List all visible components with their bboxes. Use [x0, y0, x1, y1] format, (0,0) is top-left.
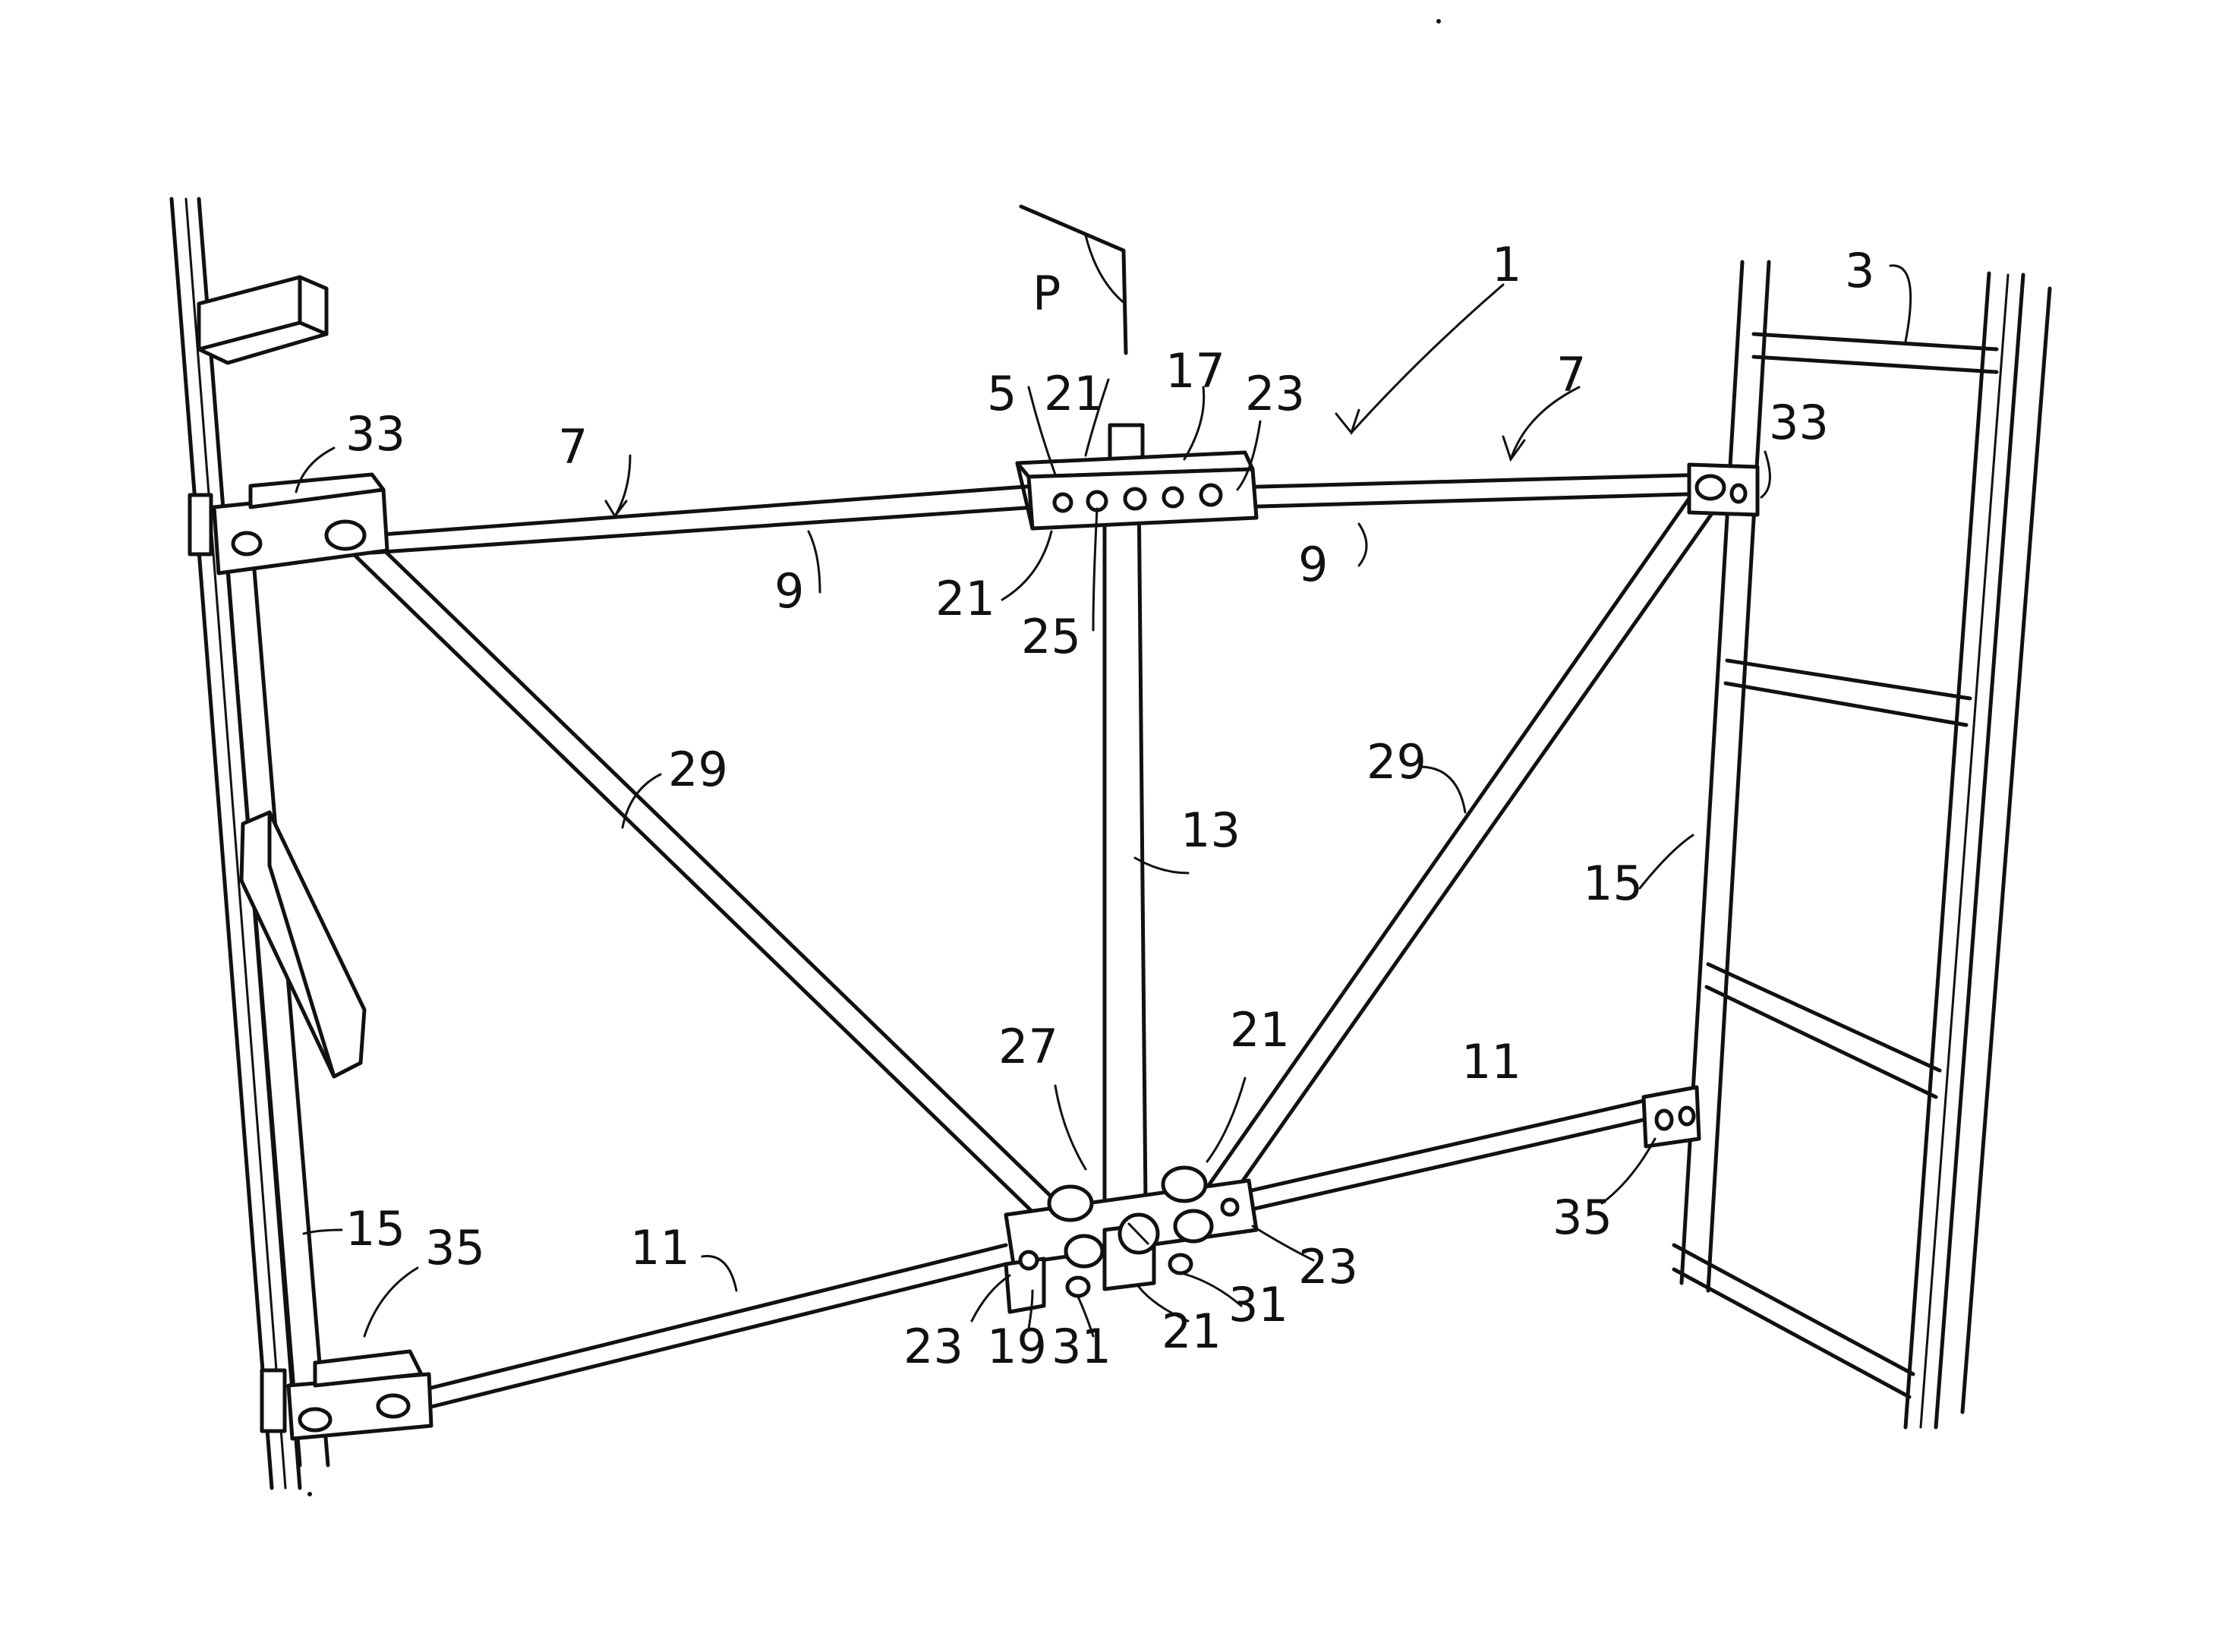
label-top-rail-left: 9: [774, 563, 804, 619]
label-right-top-bracket: 33: [1769, 395, 1829, 450]
label-left-upright: 15: [345, 1201, 405, 1256]
label-top-bolt-upper: 21: [1044, 366, 1104, 421]
label-bottom-rail-right: 11: [1461, 1034, 1521, 1089]
bottom-rail-right: [1243, 1099, 1646, 1213]
label-bottom-hole-right: 23: [1298, 1239, 1358, 1294]
label-top-rail-right: 9: [1298, 537, 1328, 592]
label-left-top-bracket: 33: [345, 406, 405, 462]
label-top-clamp: 5: [987, 366, 1017, 421]
label-hole-row: 25: [1021, 609, 1081, 664]
speck-mark: [307, 1492, 312, 1496]
label-right-strut: 29: [1367, 734, 1426, 790]
label-bottom-bolt-upper: 21: [1230, 1002, 1290, 1058]
left-upright: [222, 522, 330, 1468]
left-strut: [332, 522, 1088, 1244]
speck-mark: [1436, 19, 1441, 24]
label-bottom-clamp: 19: [987, 1319, 1047, 1374]
left-top-bracket: [188, 472, 389, 575]
label-top-hole-right: 23: [1245, 366, 1305, 421]
center-post: [1102, 423, 1149, 1285]
label-top-bolt-lower: 21: [935, 571, 995, 626]
label-top-beam-right: 7: [1556, 347, 1586, 402]
label-left-strut: 29: [668, 742, 728, 797]
label-right-bottom-bracket: 35: [1553, 1190, 1612, 1245]
label-plane: P: [1032, 266, 1061, 321]
label-center-post: 13: [1181, 802, 1240, 858]
left-upper-block: [197, 275, 329, 365]
label-bottom-pin-right: 31: [1228, 1277, 1288, 1332]
label-assembly: 1: [1492, 237, 1521, 292]
label-bottom-rail-left: 11: [630, 1220, 690, 1275]
top-rail-right: [1231, 472, 1714, 509]
label-left-bottom-bracket: 35: [425, 1220, 485, 1275]
right-bottom-bracket: [1641, 1085, 1701, 1149]
label-bottom-bolt-lower: 21: [1162, 1304, 1222, 1359]
left-angled-block: [239, 810, 367, 1079]
top-clamp: [1015, 450, 1259, 531]
bottom-clamp: [1004, 1165, 1259, 1314]
plane-marker: [1019, 204, 1128, 355]
label-bottom-hole-left: 23: [903, 1319, 963, 1374]
top-rail-left: [370, 484, 1039, 555]
label-bottom-pin-left: 31: [1051, 1319, 1111, 1374]
label-right-ladder: 3: [1845, 243, 1874, 298]
left-bottom-bracket: [260, 1349, 433, 1441]
leader-lines: [295, 264, 1912, 1338]
bottom-rail-left: [423, 1243, 1008, 1411]
right-ladder: [1672, 260, 2052, 1430]
label-hook: 27: [998, 1019, 1058, 1074]
label-top-beam-left: 7: [558, 419, 588, 474]
label-top-clamp-cap: 17: [1165, 343, 1225, 399]
right-top-bracket: [1687, 462, 1760, 517]
right-strut: [1186, 480, 1726, 1228]
label-right-upright: 15: [1583, 856, 1643, 911]
